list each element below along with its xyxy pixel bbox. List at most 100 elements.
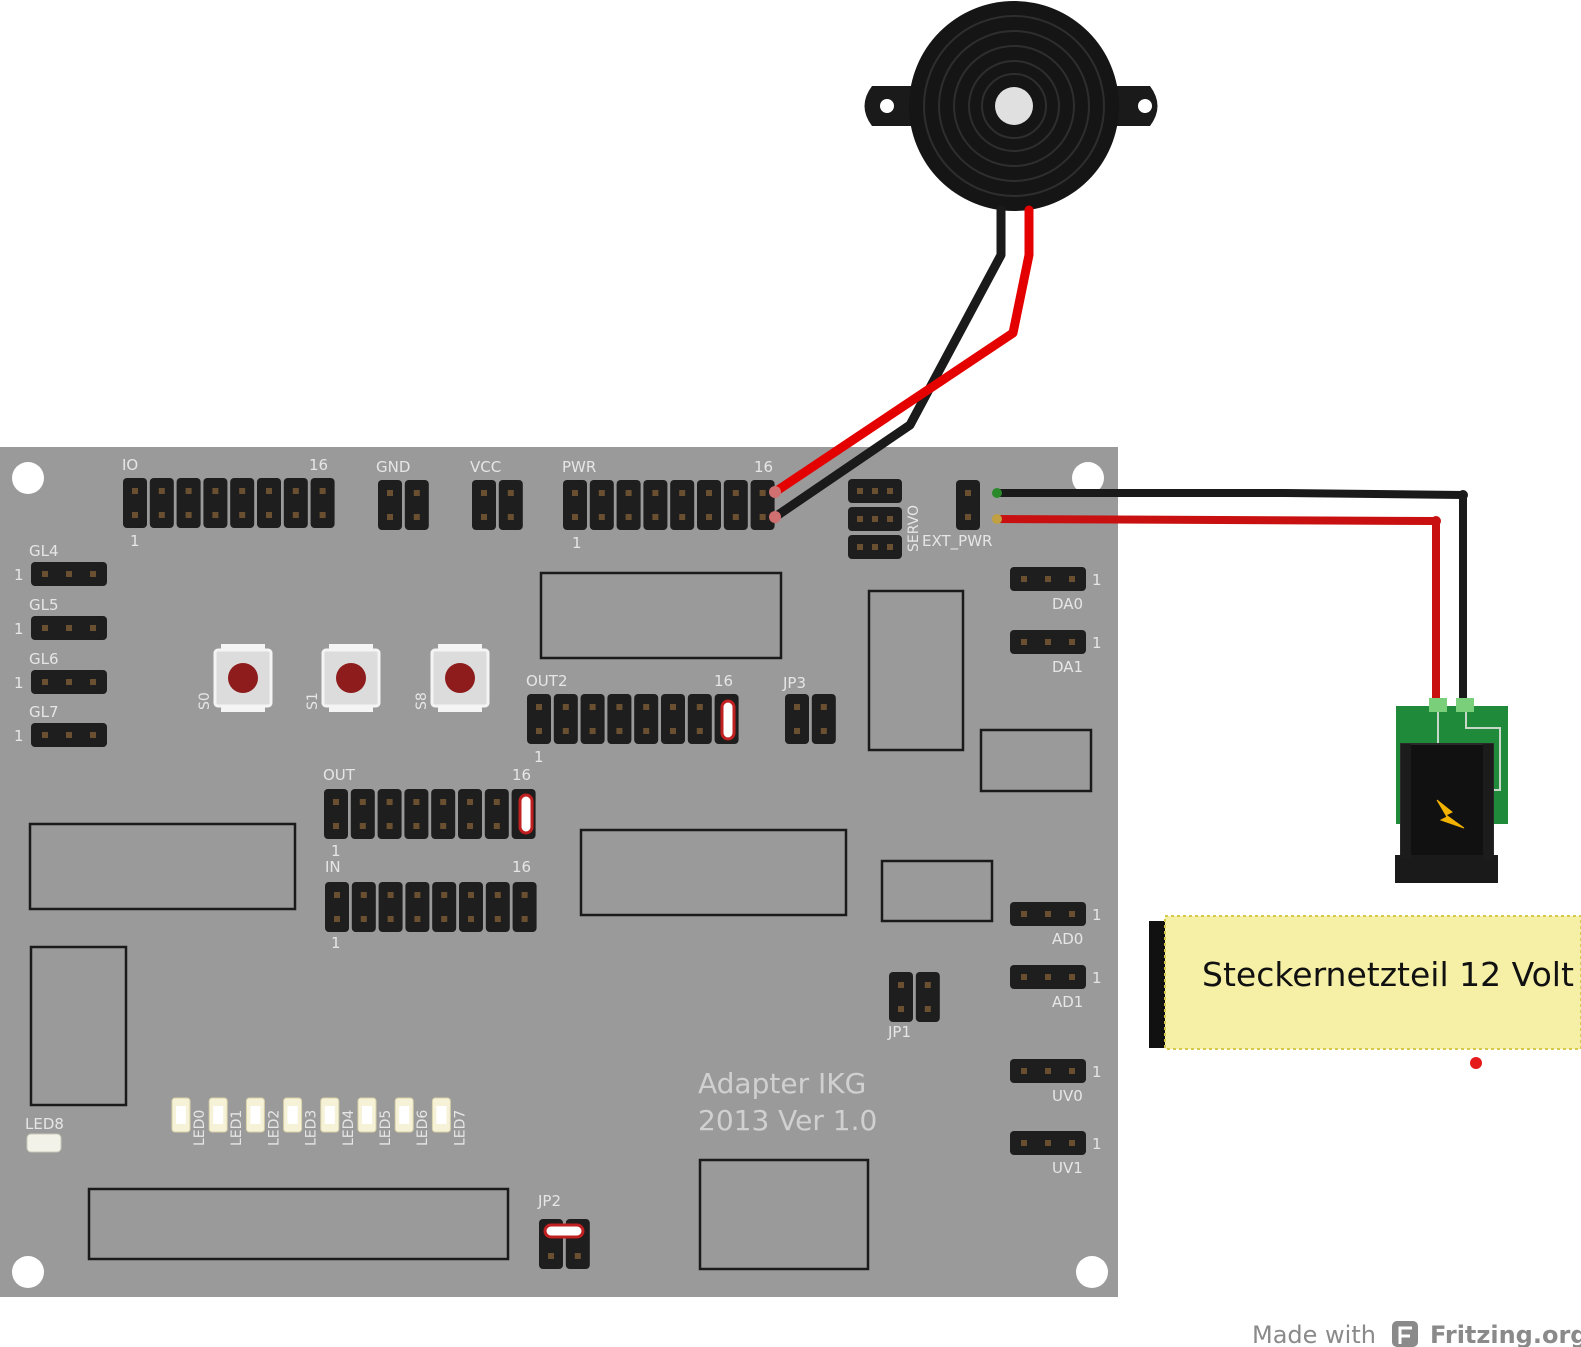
buzzer-black-wire (770, 205, 1006, 522)
led: LED4 (320, 1097, 357, 1146)
buzzer-red-wire (770, 205, 1034, 497)
pin-pair[interactable] (325, 882, 349, 932)
ic-outline (539, 571, 783, 660)
push-button-label: S0 (197, 692, 213, 710)
gl-connector-pin1-label: 1 (14, 620, 24, 638)
pin-pair[interactable] (350, 789, 375, 839)
pin-pair[interactable] (563, 480, 587, 530)
pin-pair[interactable] (670, 480, 695, 530)
jp1-label: JP1 (887, 1023, 911, 1041)
pin-pair[interactable] (404, 789, 429, 839)
right-connector-pin1-label: 1 (1092, 1135, 1102, 1153)
servo-pin-header[interactable] (848, 479, 902, 559)
jp3-jumper[interactable] (785, 694, 836, 744)
pin-pair[interactable] (459, 882, 483, 932)
pin-pair[interactable] (432, 882, 457, 932)
in-header-1-label: 1 (331, 934, 341, 952)
pin-pair[interactable] (634, 694, 659, 744)
pin-pair[interactable] (458, 789, 482, 839)
io-pin-header[interactable] (123, 478, 335, 528)
pin-pair[interactable] (956, 480, 980, 530)
right-connector-label: UV1 (1052, 1159, 1083, 1177)
out-pin-header[interactable] (324, 789, 536, 839)
gl-connector-pin1-label: 1 (14, 566, 24, 584)
pin-pair[interactable] (643, 480, 668, 530)
ic-outline (579, 828, 848, 917)
right-connector-label: UV0 (1052, 1087, 1083, 1105)
button-cap-icon[interactable] (336, 663, 366, 693)
pin-pair[interactable] (484, 789, 509, 839)
button-cap-icon[interactable] (228, 663, 258, 693)
button-cap-icon[interactable] (445, 663, 475, 693)
pin-pair[interactable] (512, 882, 537, 932)
pin-pair[interactable] (230, 478, 255, 528)
pwr-pin-header[interactable] (563, 480, 775, 530)
pin-pair[interactable] (405, 882, 430, 932)
pin-pair[interactable] (176, 478, 201, 528)
right-connector-label: DA0 (1052, 595, 1083, 613)
pin-pair[interactable] (377, 789, 402, 839)
pwr-header-1-label: 1 (572, 534, 582, 552)
pin-pair[interactable] (431, 789, 456, 839)
fritzing-logo-icon (1392, 1321, 1418, 1347)
right-connector-pin1-label: 1 (1092, 969, 1102, 987)
note-bar (1149, 921, 1165, 1048)
pin-pair[interactable] (310, 478, 335, 528)
fritzing-brand: Fritzing.org (1430, 1321, 1581, 1347)
in-pin-header[interactable] (325, 882, 537, 932)
gnd-pin-header[interactable] (378, 480, 429, 530)
io-header-label: IO (122, 456, 138, 474)
pin-pair[interactable] (203, 478, 228, 528)
pin-pair[interactable] (785, 694, 809, 744)
pin-pair[interactable] (378, 480, 402, 530)
pin-pair[interactable] (580, 694, 605, 744)
pin-pair[interactable] (589, 480, 614, 530)
led-label: LED0 (192, 1110, 208, 1146)
gnd-header-label: GND (376, 458, 410, 476)
pin-pair[interactable] (498, 480, 523, 530)
pin-pair[interactable] (553, 694, 578, 744)
gl-connector-label: GL7 (29, 703, 59, 721)
right-connector-label: DA1 (1052, 658, 1083, 676)
pin-pair[interactable] (607, 694, 632, 744)
mounting-hole-icon (12, 1256, 44, 1288)
pin-pair[interactable] (616, 480, 641, 530)
right-connector-label: AD0 (1052, 930, 1083, 948)
pin-pair[interactable] (404, 480, 429, 530)
pin-pair[interactable] (378, 882, 403, 932)
pin-pair[interactable] (472, 480, 496, 530)
pin-pair[interactable] (257, 478, 281, 528)
pin-pair[interactable] (915, 972, 940, 1022)
pin-pair[interactable] (661, 694, 685, 744)
ic-outline (880, 859, 994, 923)
fritzing-footer: Made with Fritzing.org (1252, 1321, 1581, 1347)
note[interactable]: Steckernetzteil 12 Volt (1149, 915, 1581, 1069)
pin-pair[interactable] (889, 972, 913, 1022)
ext-pwr-pin-header[interactable] (956, 480, 980, 530)
pin-pair[interactable] (149, 478, 174, 528)
pin-pair[interactable] (697, 480, 721, 530)
pin-pair[interactable] (811, 694, 836, 744)
pin-pair[interactable] (723, 480, 748, 530)
push-button[interactable]: S0 (197, 644, 273, 712)
pin-pair[interactable] (351, 882, 376, 932)
led: LED1 (208, 1097, 245, 1146)
jack-body (1401, 744, 1493, 859)
pin-pair[interactable] (687, 694, 712, 744)
push-button[interactable]: S1 (305, 644, 381, 712)
pin-pair[interactable] (283, 478, 308, 528)
push-button[interactable]: S8 (414, 644, 490, 712)
led: LED7 (431, 1097, 468, 1146)
pin-pair[interactable] (485, 882, 510, 932)
lightning-icon (1436, 799, 1465, 829)
pin-pair[interactable] (527, 694, 551, 744)
note-resize-handle-icon[interactable] (1470, 1057, 1482, 1069)
jp1-jumper[interactable] (889, 972, 940, 1022)
pin-pair[interactable] (324, 789, 348, 839)
ext-pwr-label: EXT_PWR (922, 532, 992, 551)
pin-pair[interactable] (123, 478, 147, 528)
pin-pair[interactable] (750, 480, 775, 530)
ic-outline (87, 1187, 510, 1261)
vcc-pin-header[interactable] (472, 480, 523, 530)
